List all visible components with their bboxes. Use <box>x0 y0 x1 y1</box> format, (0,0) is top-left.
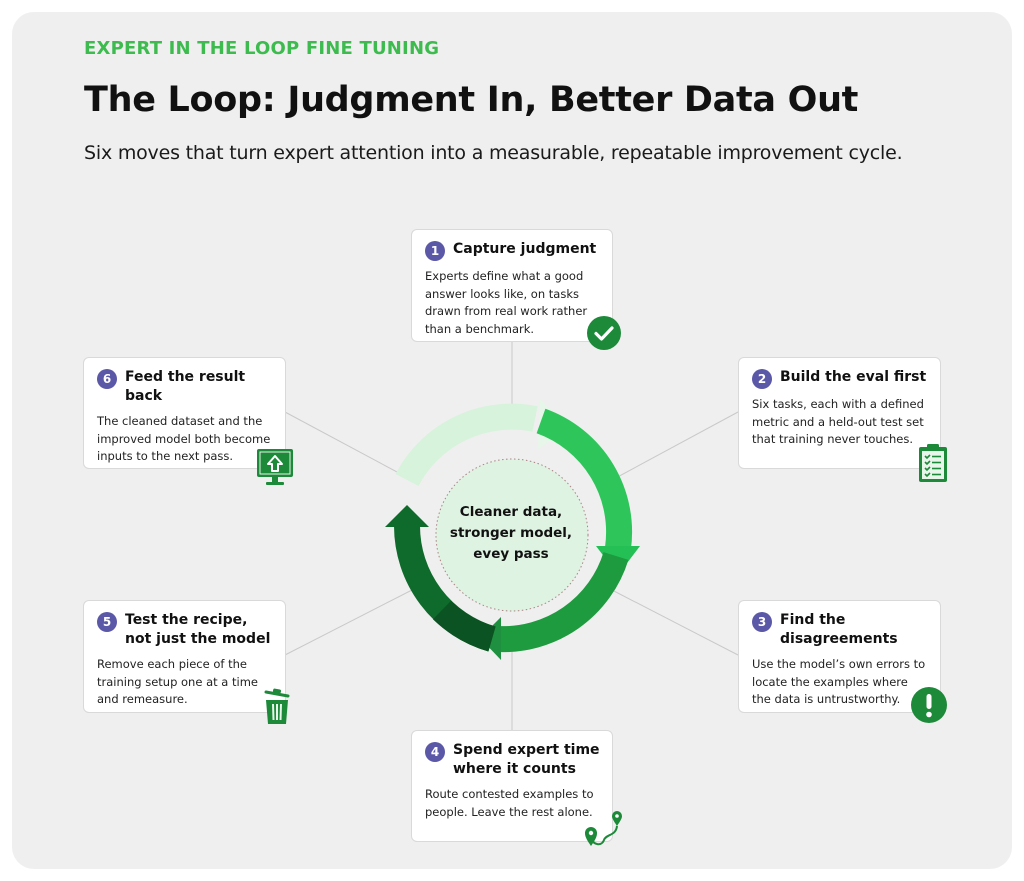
exclamation-circle-icon <box>911 687 947 723</box>
step-description: Use the model’s own errors to locate the… <box>752 657 926 706</box>
step-title: Feed the result back <box>125 369 246 404</box>
step-card-2: 2 Build the eval first Six tasks, each w… <box>738 357 941 469</box>
step-title: Find the disagreements <box>780 612 898 647</box>
step-number-badge: 6 <box>97 369 117 389</box>
center-circle-dotted-ring <box>435 458 589 612</box>
cycle-arc-bright <box>536 408 633 550</box>
step-description: Six tasks, each with a defined metric an… <box>752 397 924 446</box>
step-title: Test the recipe, not just the model <box>125 612 271 647</box>
step-title: Capture judgment <box>453 241 597 257</box>
center-circle <box>436 459 588 611</box>
step-number-badge: 4 <box>425 742 445 762</box>
trash-can-icon <box>264 688 290 724</box>
step-description: Remove each piece of the training setup … <box>97 657 258 706</box>
upload-monitor-icon <box>257 449 293 485</box>
page-title: The Loop: Judgment In, Better Data Out <box>84 80 859 120</box>
step-title: Spend expert time where it counts <box>453 742 600 777</box>
cycle-arc-light <box>395 403 538 487</box>
cycle-arc-dark-tail <box>432 600 496 652</box>
checkmark-circle-icon <box>587 316 621 350</box>
step-number-badge: 3 <box>752 612 772 632</box>
step-card-5: 5 Test the recipe, not just the model Re… <box>83 600 286 713</box>
step-title: Build the eval first <box>780 369 927 385</box>
cycle-arc-mid <box>496 551 629 653</box>
step-description: Route contested examples to people. Leav… <box>425 787 594 819</box>
step-card-4: 4 Spend expert time where it counts Rout… <box>411 730 613 842</box>
cycle-center-label: Cleaner data, stronger model, evey pass <box>449 504 573 562</box>
step-description: The cleaned dataset and the improved mod… <box>97 414 271 463</box>
step-card-1: 1 Capture judgment Experts define what a… <box>411 229 613 342</box>
route-pins-icon <box>585 811 622 846</box>
step-description: Experts define what a good answer looks … <box>425 269 588 336</box>
step-number-badge: 2 <box>752 369 772 389</box>
page-subtitle: Six moves that turn expert attention int… <box>84 142 903 164</box>
clipboard-checklist-icon <box>919 444 947 482</box>
step-card-3: 3 Find the disagreements Use the model’s… <box>738 600 941 713</box>
step-number-badge: 5 <box>97 612 117 632</box>
step-number-badge: 1 <box>425 241 445 261</box>
cycle-arrowhead-dark <box>385 505 429 527</box>
step-card-6: 6 Feed the result back The cleaned datas… <box>83 357 286 469</box>
eyebrow-label: EXPERT IN THE LOOP FINE TUNING <box>84 38 440 59</box>
